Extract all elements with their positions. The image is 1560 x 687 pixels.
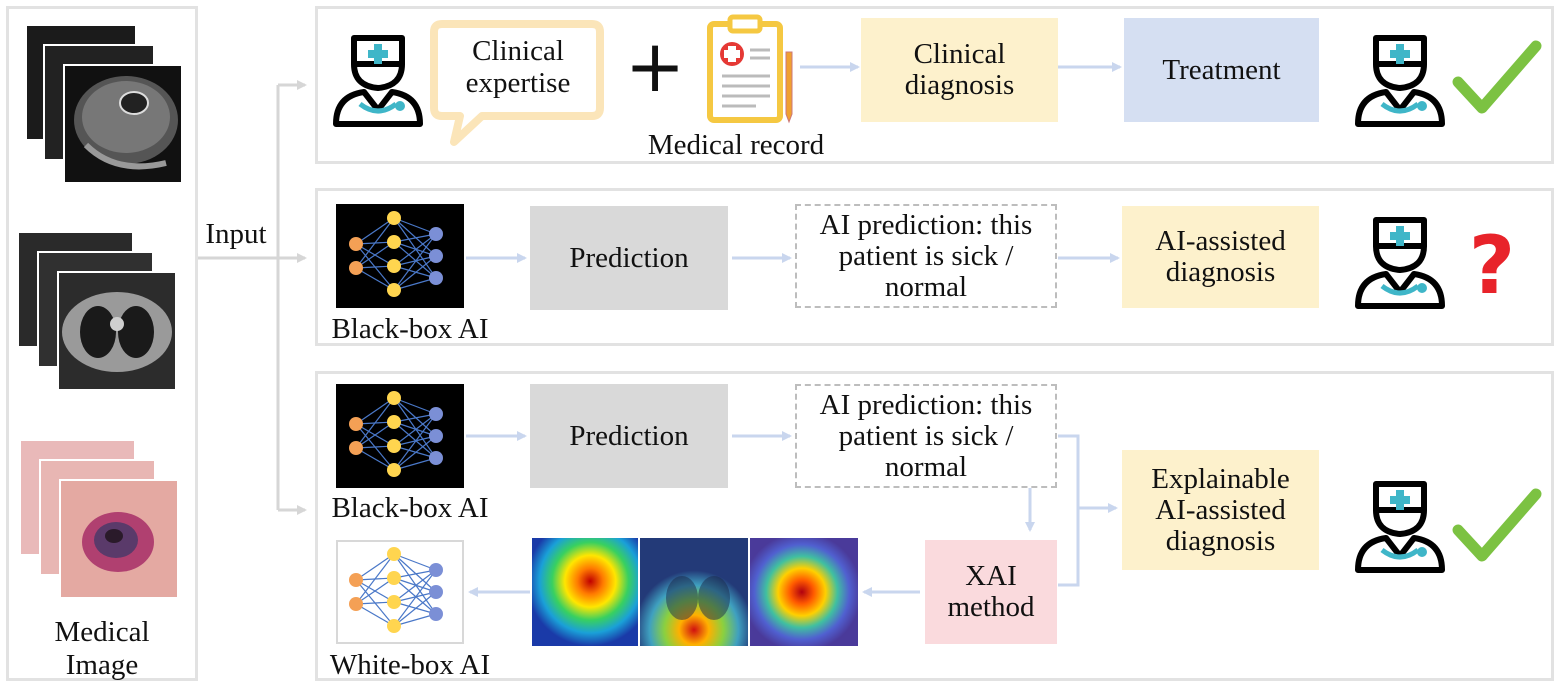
medical-image-caption-line2: Image — [65, 649, 139, 681]
white-box-ai-network — [336, 540, 464, 644]
bubble-text-line1: Clinical — [472, 35, 564, 67]
clinical-diagnosis-line2: diagnosis — [904, 69, 1015, 101]
question-mark-icon: ? — [1468, 219, 1516, 312]
brain-mri-stack — [25, 24, 186, 185]
clinical-diagnosis-line1: Clinical — [913, 38, 1006, 70]
ai-prediction-line2: patient is sick / — [838, 239, 1014, 272]
black-box-ai-label: Black-box AI — [331, 313, 489, 345]
clinical-expertise-bubble — [430, 18, 606, 146]
ai-prediction-line1: AI prediction: this — [819, 388, 1033, 421]
white-box-ai-label: White-box AI — [329, 649, 491, 681]
prediction-label: Prediction — [569, 419, 689, 452]
check-icon — [1452, 38, 1542, 118]
black-box-ai-network — [336, 204, 464, 308]
prediction-box: Prediction — [530, 384, 728, 488]
neural-network-icon — [349, 391, 443, 477]
ai-assisted-line2: diagnosis — [1165, 256, 1276, 288]
treatment-box: Treatment — [1124, 18, 1319, 122]
explainable-line3: diagnosis — [1165, 524, 1276, 557]
neural-network-icon — [349, 211, 443, 297]
ai-assisted-diagnosis-box: AI-assisted diagnosis — [1122, 206, 1319, 308]
doctor-icon — [1352, 214, 1448, 310]
plus-sign: + — [624, 24, 686, 108]
ai-prediction-line2: patient is sick / — [838, 419, 1014, 452]
skin-lesion-stack — [19, 439, 180, 600]
check-icon — [1452, 486, 1542, 566]
explainable-diagnosis-box: Explainable AI-assisted diagnosis — [1122, 450, 1319, 570]
input-label: Input — [205, 218, 267, 250]
ai-prediction-line3: normal — [884, 270, 968, 303]
black-box-ai-label: Black-box AI — [331, 492, 489, 524]
black-box-ai-network — [336, 384, 464, 488]
xai-method-box: XAI method — [925, 540, 1057, 644]
explainable-line1: Explainable — [1151, 462, 1290, 495]
doctor-icon — [1352, 32, 1448, 128]
chest-ct-stack — [17, 231, 183, 392]
bubble-text-line2: expertise — [465, 67, 571, 99]
clinical-diagnosis-box: Clinical diagnosis — [861, 18, 1058, 122]
ai-prediction-line3: normal — [884, 450, 968, 483]
ai-prediction-line1: AI prediction: this — [819, 208, 1033, 241]
prediction-label: Prediction — [569, 241, 689, 274]
xai-heatmap-images — [532, 538, 858, 646]
medical-record-icon — [706, 14, 796, 124]
ai-assisted-line1: AI-assisted — [1155, 225, 1286, 257]
explainable-line2: AI-assisted — [1155, 493, 1286, 526]
doctor-icon — [1352, 478, 1448, 574]
neural-network-icon — [349, 547, 443, 633]
ai-prediction-box: AI prediction: this patient is sick / no… — [795, 384, 1057, 488]
medical-image-caption-line1: Medical — [54, 616, 150, 648]
doctor-icon — [330, 32, 426, 128]
xai-method-line1: XAI — [965, 560, 1017, 592]
medical-record-label: Medical record — [647, 129, 825, 161]
xai-method-line2: method — [947, 591, 1035, 623]
prediction-box: Prediction — [530, 206, 728, 310]
treatment-label: Treatment — [1162, 53, 1281, 86]
ai-prediction-box: AI prediction: this patient is sick / no… — [795, 204, 1057, 308]
